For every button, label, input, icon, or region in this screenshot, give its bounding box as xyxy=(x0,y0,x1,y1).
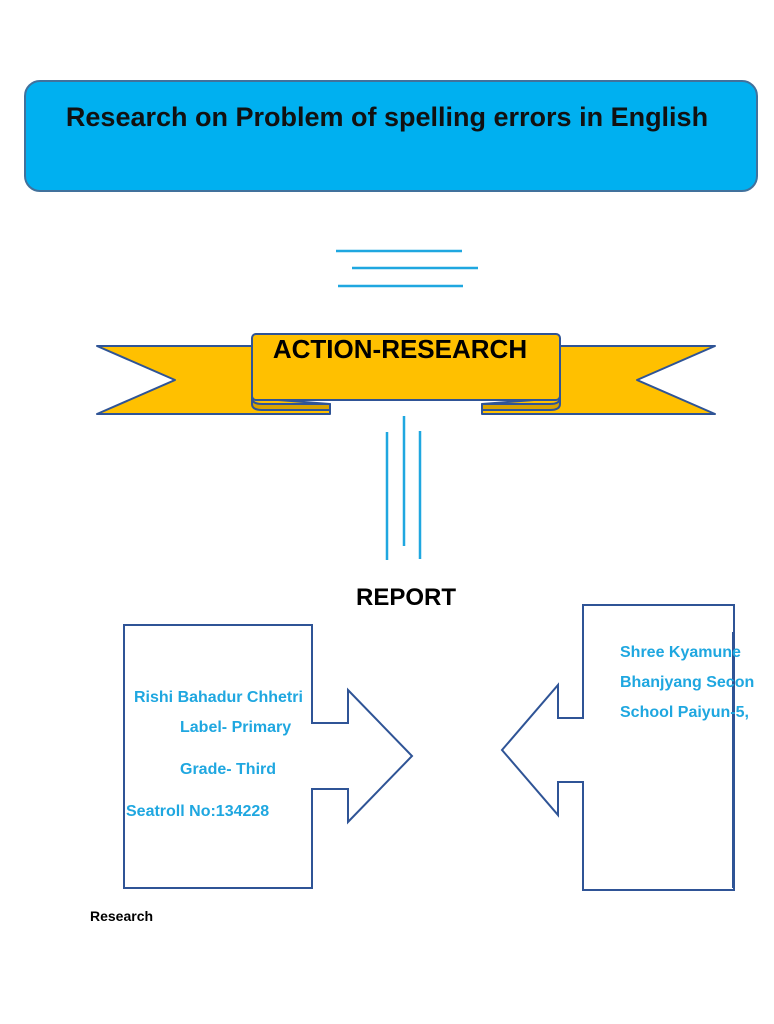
banner-label: ACTION-RESEARCH xyxy=(272,334,528,364)
right-arrow-callout xyxy=(500,604,735,891)
student-seatroll: Seatroll No:134228 xyxy=(126,803,270,820)
decorative-lines-horizontal xyxy=(336,249,478,288)
school-line-2: Bhanjyang Secon xyxy=(620,674,755,691)
ribbon-banner xyxy=(96,333,716,415)
report-label: REPORT xyxy=(355,584,456,611)
title-box xyxy=(24,80,758,192)
footer-text: Research xyxy=(90,908,154,924)
decorative-lines-vertical xyxy=(385,416,422,560)
school-line-3: School Paiyun-5, xyxy=(620,704,749,721)
ribbon-left-fold xyxy=(251,397,331,411)
school-info: Shree Kyamune Bhanjyang Secon School Pai… xyxy=(620,640,755,740)
page-title: Research on Problem of spelling errors i… xyxy=(65,102,709,132)
student-level: Label- Primary xyxy=(180,719,292,736)
ribbon-right-fold xyxy=(481,397,561,411)
student-name: Rishi Bahadur Chhetri xyxy=(134,689,303,706)
school-line-1: Shree Kyamune xyxy=(620,644,741,661)
student-grade: Grade- Third xyxy=(180,761,277,778)
left-arrow-callout xyxy=(123,624,414,889)
ribbon-center xyxy=(251,333,561,401)
